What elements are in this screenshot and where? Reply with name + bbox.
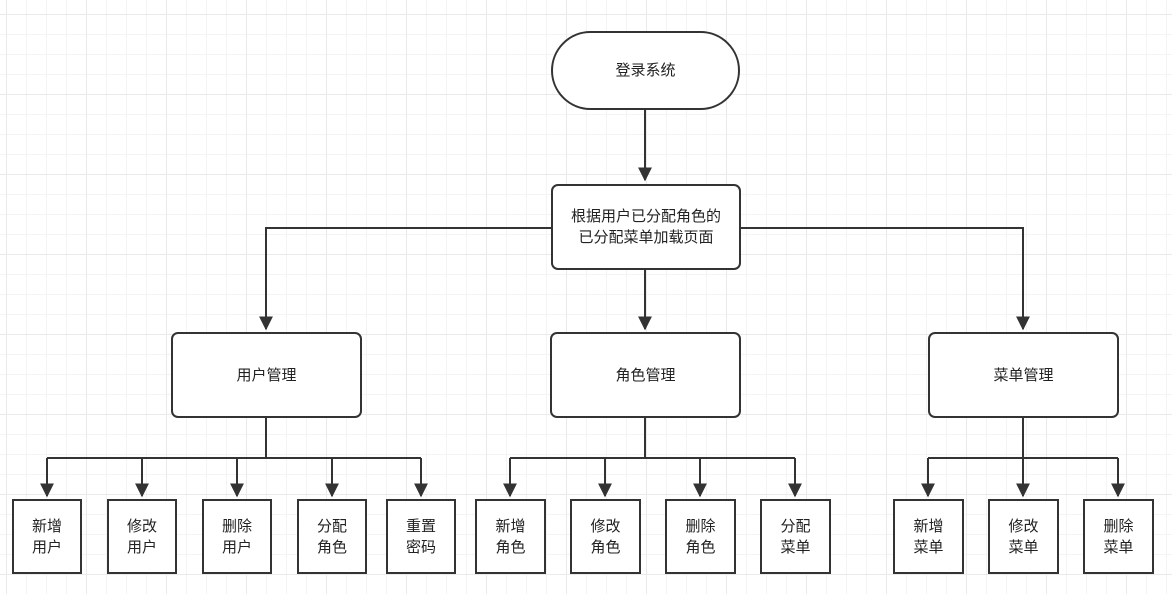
- action-label: 分配 角色: [316, 516, 347, 556]
- action-label: 删除 角色: [685, 516, 716, 556]
- action-label: 新增 菜单: [913, 516, 944, 556]
- action-label: 修改 角色: [590, 516, 621, 556]
- action-label: 新增 角色: [495, 516, 526, 556]
- module-role-management[interactable]: 角色管理: [550, 332, 741, 418]
- action-edit-role[interactable]: 修改 角色: [570, 499, 641, 574]
- arrow-loader-to-menu-mgmt: [740, 227, 1030, 331]
- loader-node-label: 根据用户已分配角色的 已分配菜单加载页面: [570, 207, 721, 246]
- loader-node[interactable]: 根据用户已分配角色的 已分配菜单加载页面: [551, 184, 741, 270]
- arrow-loader-to-user-mgmt: [259, 227, 551, 331]
- action-edit-menu[interactable]: 修改 菜单: [988, 499, 1059, 574]
- action-add-menu[interactable]: 新增 菜单: [893, 499, 964, 574]
- start-node-login[interactable]: 登录系统: [551, 31, 740, 110]
- action-label: 删除 用户: [221, 516, 252, 556]
- connector-menu-mgmt-trunk: [928, 418, 1118, 459]
- module-menu-management[interactable]: 菜单管理: [928, 332, 1119, 418]
- action-label: 分配 菜单: [780, 516, 811, 556]
- action-label: 修改 菜单: [1008, 516, 1039, 556]
- action-add-user[interactable]: 新增 用户: [12, 499, 82, 574]
- action-delete-user[interactable]: 删除 用户: [202, 499, 272, 574]
- module-label: 菜单管理: [993, 365, 1054, 384]
- connector-user-mgmt-trunk: [47, 418, 421, 459]
- action-delete-menu[interactable]: 删除 菜单: [1083, 499, 1154, 574]
- action-reset-password[interactable]: 重置 密码: [386, 499, 456, 574]
- action-label: 删除 菜单: [1103, 516, 1134, 556]
- action-delete-role[interactable]: 删除 角色: [665, 499, 736, 574]
- action-label: 重置 密码: [405, 516, 436, 556]
- action-assign-role[interactable]: 分配 角色: [297, 499, 367, 574]
- action-edit-user[interactable]: 修改 用户: [107, 499, 177, 574]
- action-label: 新增 用户: [31, 516, 62, 556]
- action-add-role[interactable]: 新增 角色: [475, 499, 546, 574]
- start-node-label: 登录系统: [615, 61, 676, 79]
- action-label: 修改 用户: [126, 516, 157, 556]
- connector-role-mgmt-trunk: [510, 418, 795, 459]
- module-label: 角色管理: [615, 365, 676, 384]
- module-user-management[interactable]: 用户管理: [171, 332, 362, 418]
- action-assign-menu[interactable]: 分配 菜单: [760, 499, 831, 574]
- module-label: 用户管理: [236, 365, 297, 384]
